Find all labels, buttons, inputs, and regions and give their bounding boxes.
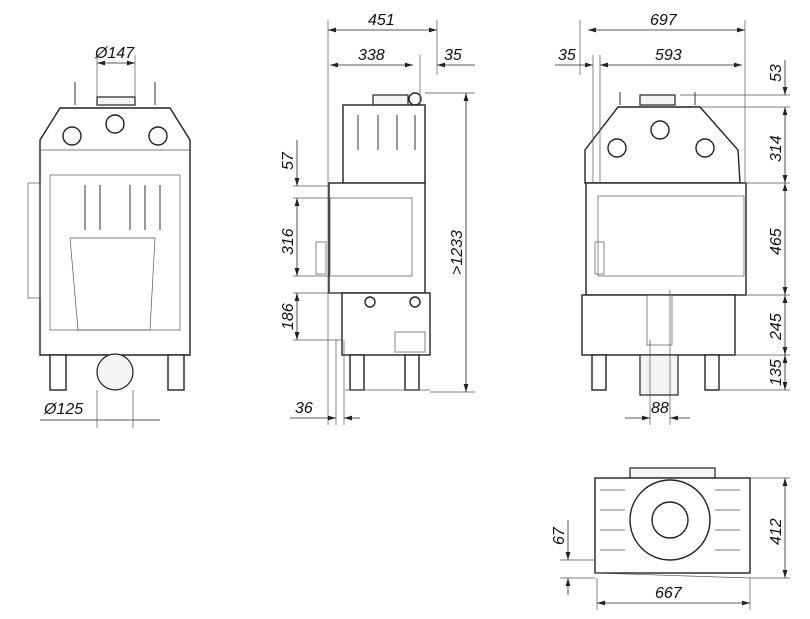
dim-top-width: 667 — [655, 585, 683, 602]
dim-leg-height: 135 — [768, 359, 785, 386]
dim-offset-bottom: 36 — [295, 400, 313, 417]
dim-flue-bottom: Ø125 — [43, 401, 83, 418]
dim-total-depth: 451 — [368, 12, 395, 29]
dim-body-width: 593 — [655, 47, 682, 64]
top-view: 412 67 667 — [551, 467, 790, 610]
dim-door-height-corner: 465 — [768, 228, 785, 255]
side-view: 451 338 35 >1233 57 316 186 36 — [280, 12, 475, 425]
dim-top-flue: 53 — [768, 64, 785, 82]
dim-top-gap: 57 — [280, 151, 297, 170]
dim-total-height: >1233 — [449, 230, 466, 275]
dim-flue-top: Ø147 — [94, 45, 135, 62]
dim-lower-height: 186 — [280, 303, 297, 330]
dim-base-height: 245 — [768, 313, 785, 341]
dim-offset-left: 35 — [558, 47, 576, 64]
dim-top-offset: 67 — [551, 526, 568, 545]
dim-duct-width: 88 — [651, 400, 669, 417]
dim-top-depth: 412 — [768, 518, 785, 545]
dim-offset-right: 35 — [444, 47, 462, 64]
vent-circle — [62, 126, 82, 146]
bottom-flue — [96, 353, 134, 391]
dim-total-width: 697 — [650, 12, 678, 29]
front-view: Ø147 Ø125 — [27, 45, 191, 428]
dim-hood-height: 314 — [768, 135, 785, 162]
dim-body-depth: 338 — [358, 47, 385, 64]
corner-view: 697 35 593 53 314 465 245 135 88 — [555, 12, 790, 425]
dim-door-height: 316 — [280, 228, 297, 255]
